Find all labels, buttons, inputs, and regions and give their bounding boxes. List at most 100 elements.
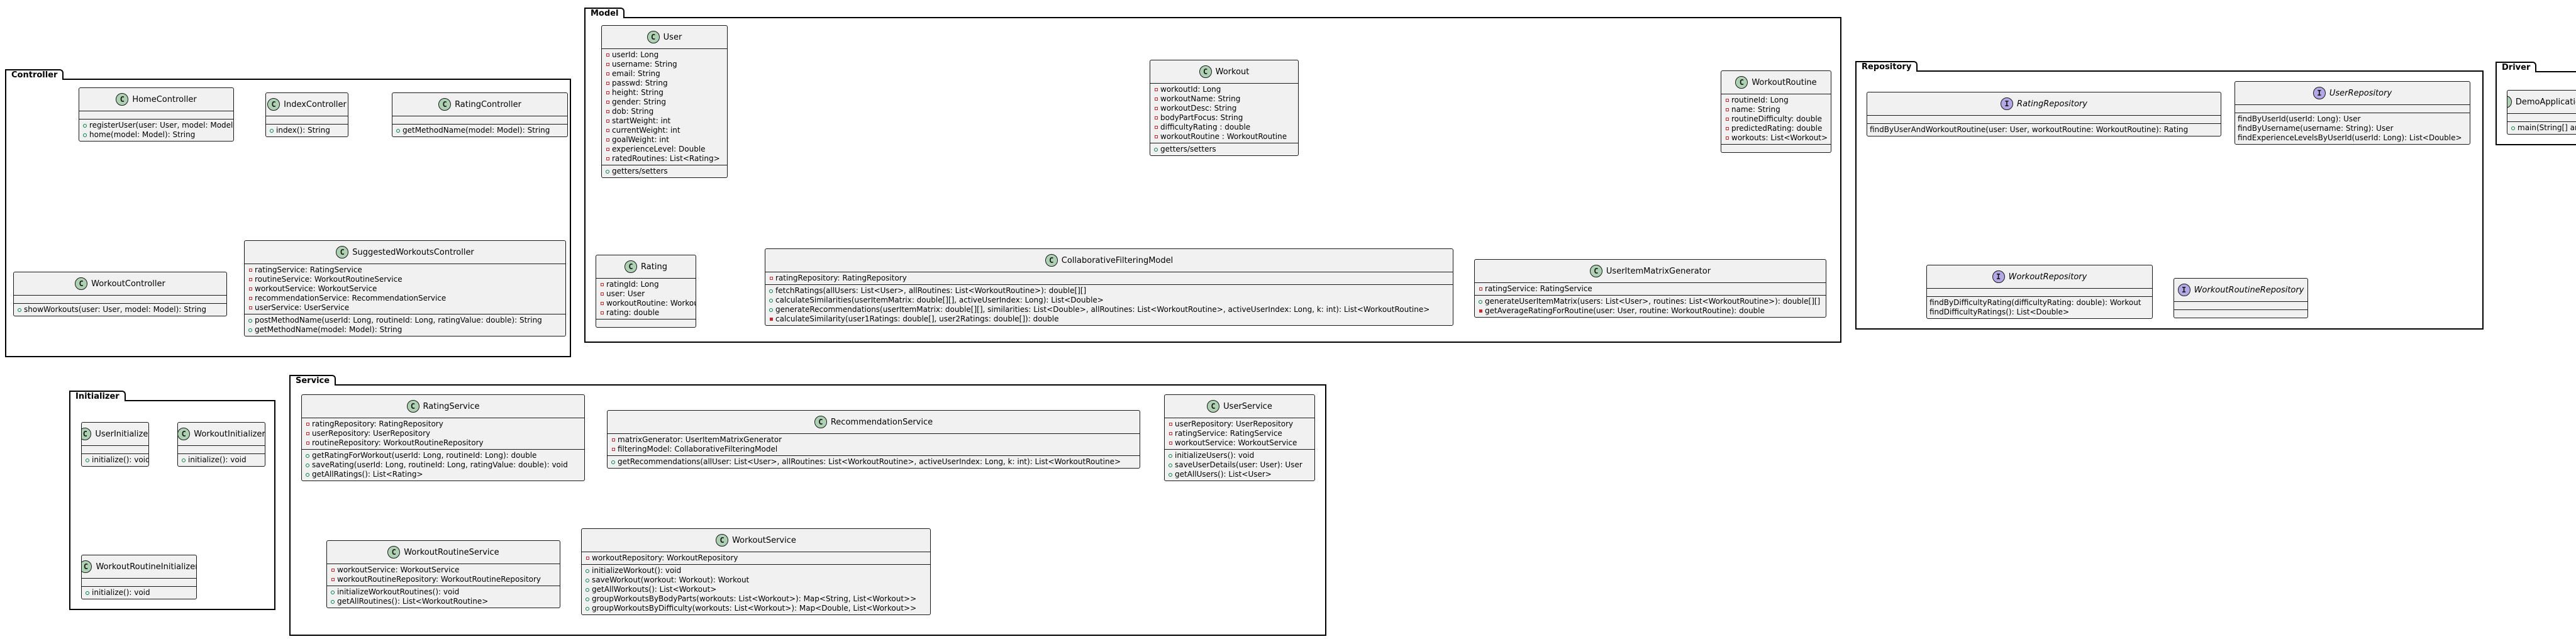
member-row: getMethodName(model: Model): String: [395, 126, 565, 135]
member-row: filteringModel: CollaborativeFilteringMo…: [610, 445, 1137, 454]
member-text: workouts: List<Workout>: [1731, 133, 1828, 142]
class-name: WorkoutController: [91, 279, 165, 289]
member-row: passwd: String: [604, 79, 724, 88]
class-name: UserItemMatrixGenerator: [1606, 266, 1711, 276]
member-row: postMethodName(userId: Long, routineId: …: [247, 316, 563, 325]
member-row: calculateSimilarities(userItemMatrix: do…: [768, 296, 1450, 305]
member-row: saveRating(userId: Long, routineId: Long…: [304, 460, 582, 470]
member-text: ratingId: Long: [606, 280, 659, 289]
member-text: getters/setters: [612, 167, 668, 175]
member-row: fetchRatings(allUsers: List<User>, allRo…: [768, 286, 1450, 296]
public-visibility-icon: [180, 458, 187, 462]
private-visibility-icon: [768, 277, 774, 280]
class-icon: C: [406, 400, 419, 413]
public-visibility-icon: [1477, 299, 1484, 304]
private-visibility-icon: [584, 557, 591, 560]
member-text: userRepository: UserRepository: [1175, 420, 1294, 428]
member-row: home(model: Model): String: [82, 130, 231, 140]
member-row: initializeUsers(): void: [1167, 451, 1312, 460]
member-text: rating: double: [606, 308, 660, 317]
member-text: findByUsername(username: String): User: [2238, 124, 2394, 133]
member-row: workoutRoutine : WorkoutRoutine: [1153, 132, 1296, 142]
member-text: ratingRepository: RatingRepository: [312, 420, 443, 428]
private-visibility-icon: [247, 287, 253, 291]
private-visibility-icon: [247, 269, 253, 272]
package-driver: Driver CDemoApplicationmain(String[] arg…: [2496, 62, 2576, 145]
public-visibility-icon: [768, 308, 774, 312]
member-row: userRepository: UserRepository: [304, 429, 582, 438]
private-visibility-icon: [1167, 423, 1174, 426]
member-text: recommendationService: RecommendationSer…: [255, 294, 447, 303]
class-icon: C: [75, 277, 88, 290]
member-row: userService: UserService: [247, 303, 563, 313]
member-text: user: User: [606, 289, 645, 298]
public-visibility-icon: [604, 169, 611, 174]
class-name: UserRepository: [2329, 88, 2392, 98]
private-visibility-icon: [247, 278, 253, 281]
member-text: goalWeight: int: [612, 135, 669, 144]
private-visibility-icon: [604, 63, 611, 66]
fields-section: [2507, 114, 2576, 122]
methods-section: getMethodName(model: Model): String: [392, 125, 567, 136]
member-text: findByUserId(userId: Long): User: [2238, 114, 2361, 123]
class-name: SuggestedWorkoutsController: [352, 247, 474, 257]
class-icon: C: [1207, 400, 1220, 413]
class-name: WorkoutRoutine: [1752, 77, 1817, 87]
class-name: Rating: [641, 262, 667, 272]
member-row: bodyPartFocus: String: [1153, 113, 1296, 123]
member-text: calculateSimilarities(userItemMatrix: do…: [775, 296, 1104, 304]
member-row: initializeWorkout(): void: [584, 566, 928, 575]
public-visibility-icon: [2510, 126, 2516, 130]
methods-section: getters/setters: [602, 165, 727, 177]
class-demo-application[interactable]: CDemoApplicationmain(String[] args): voi…: [2507, 90, 2576, 135]
member-row: registerUser(user: User, model: Model): …: [82, 121, 233, 130]
member-row: getRecommendations(allUser: List<User>, …: [610, 457, 1137, 467]
public-visibility-icon: [330, 590, 336, 594]
fields-section: [1927, 289, 2152, 297]
member-row: workoutService: WorkoutService: [1167, 438, 1312, 448]
member-row: findByUserAndWorkoutRoutine(user: User, …: [1870, 125, 2218, 135]
private-visibility-icon: [1724, 136, 1730, 140]
member-text: predictedRating: double: [1731, 124, 1823, 133]
member-row: getAllRoutines(): List<WorkoutRoutine>: [330, 597, 557, 606]
private-visibility-icon: [604, 101, 611, 104]
member-row: groupWorkoutsByBodyParts(workouts: List<…: [584, 594, 928, 604]
class-name: WorkoutRepository: [2008, 272, 2087, 282]
private-visibility-icon: [1153, 107, 1159, 110]
